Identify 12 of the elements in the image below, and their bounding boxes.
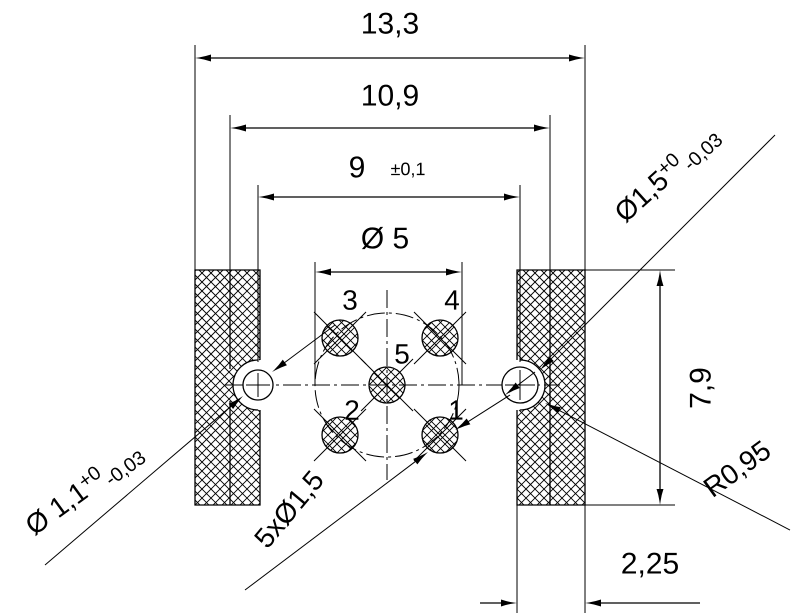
pin-number: 1: [450, 400, 462, 420]
dimension-label: ±0,1: [391, 162, 425, 178]
pin-number: 4: [444, 290, 459, 310]
dimension-label: 13,3: [363, 12, 418, 38]
pin-number: 3: [343, 290, 357, 310]
dimension-label: 9: [350, 156, 364, 178]
pin-number: 5: [395, 344, 409, 364]
dimension-label: 7,9: [690, 368, 714, 408]
dimension-label: Ø 1,1$^{+0}$-0,03: [27, 452, 146, 536]
dimension-label: 10,9: [363, 84, 418, 110]
dimension-label: 2,25: [622, 552, 678, 578]
dimension-label: Ø 5: [362, 226, 408, 250]
